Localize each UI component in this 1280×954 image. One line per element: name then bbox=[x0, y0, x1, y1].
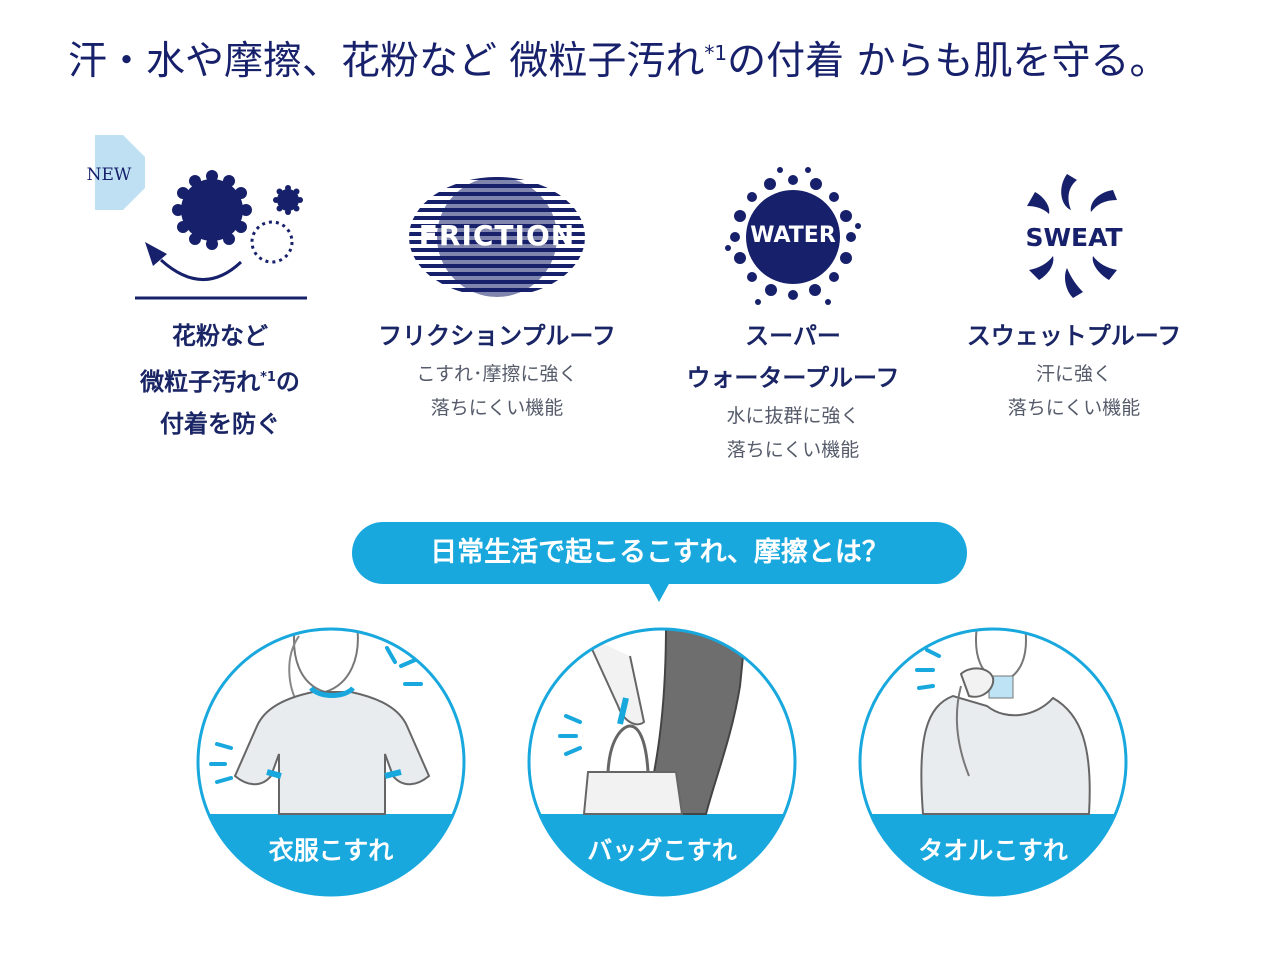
sweat-icon-text: SWEAT bbox=[1025, 223, 1123, 252]
friction-icon-text: FRICTION bbox=[418, 219, 576, 252]
feature-super-waterproof: WATER スーパー ウォータープルーフ 水に抜群に強く 落ちにくい機能 bbox=[668, 130, 918, 467]
feature-title: スウェットプルーフ bbox=[966, 322, 1182, 350]
feature-title: フリクションプルーフ bbox=[378, 322, 616, 350]
feature-friction-proof: FRICTION フリクションプルーフ こすれ･摩擦に強く 落ちにくい機能 bbox=[372, 130, 622, 425]
feature-desc-line2: 落ちにくい機能 bbox=[1007, 397, 1141, 419]
feature-title-line1: スーパー bbox=[745, 322, 841, 350]
headline-part1: 汗・水や摩擦、花粉など 微粒子汚れ bbox=[68, 39, 705, 84]
friction-icon bbox=[409, 177, 585, 297]
scene-label: バッグこすれ bbox=[587, 836, 737, 865]
page-headline: 汗・水や摩擦、花粉など 微粒子汚れ*1の付着 からも肌を守る。 bbox=[68, 30, 1169, 86]
towel-illustration bbox=[858, 627, 1128, 897]
headline-footnote-mark: *1 bbox=[704, 41, 728, 65]
feature-particle-proof: NEW 花粉など 微粒子汚れ*1の 付着を防ぐ bbox=[69, 130, 345, 445]
scene-label: 衣服こすれ bbox=[268, 836, 394, 865]
feature-desc-line1: こすれ･摩擦に強く bbox=[416, 363, 578, 385]
friction-question-bubble: 日常生活で起こるこすれ、摩擦とは？ bbox=[352, 522, 967, 584]
friction-icon-area: FRICTION bbox=[372, 130, 622, 315]
feature-title-line1: 花粉など bbox=[172, 322, 268, 350]
water-icon bbox=[725, 167, 861, 305]
headline-part2: の付着 からも肌を守る。 bbox=[727, 39, 1169, 84]
clothing-illustration bbox=[196, 627, 466, 897]
particle-icon bbox=[69, 135, 307, 300]
footnote-mark: *1 bbox=[260, 370, 276, 385]
bag-illustration bbox=[527, 627, 797, 897]
feature-title-line2: ウォータープルーフ bbox=[686, 364, 900, 392]
bubble-tail bbox=[648, 582, 670, 602]
feature-sweat-proof: SWEAT スウェットプルーフ 汗に強く 落ちにくい機能 bbox=[949, 130, 1199, 425]
water-icon-area: WATER bbox=[668, 130, 918, 315]
feature-desc-line1: 水に抜群に強く bbox=[726, 405, 860, 427]
sweat-icon bbox=[1027, 174, 1117, 298]
scene-clothing-rub: 衣服こすれ bbox=[195, 626, 467, 898]
feature-desc-line2: 落ちにくい機能 bbox=[726, 439, 860, 461]
feature-title: 花粉など 微粒子汚れ*1の 付着を防ぐ bbox=[95, 315, 345, 445]
water-icon-text: WATER bbox=[750, 223, 836, 248]
feature-desc-line2: 落ちにくい機能 bbox=[430, 397, 564, 419]
scene-towel-rub: タオルこすれ bbox=[857, 626, 1129, 898]
sweat-icon-area: SWEAT bbox=[949, 130, 1199, 315]
feature-desc-line1: 汗に強く bbox=[1035, 363, 1112, 385]
feature-title-line3: 付着を防ぐ bbox=[160, 410, 280, 438]
scene-bag-rub: バッグこすれ bbox=[526, 626, 798, 898]
particle-icon-area: NEW bbox=[69, 130, 345, 315]
scene-label: タオルこすれ bbox=[918, 836, 1068, 865]
feature-title-line2: 微粒子汚れ*1の bbox=[140, 368, 300, 396]
new-badge: NEW bbox=[86, 165, 132, 185]
